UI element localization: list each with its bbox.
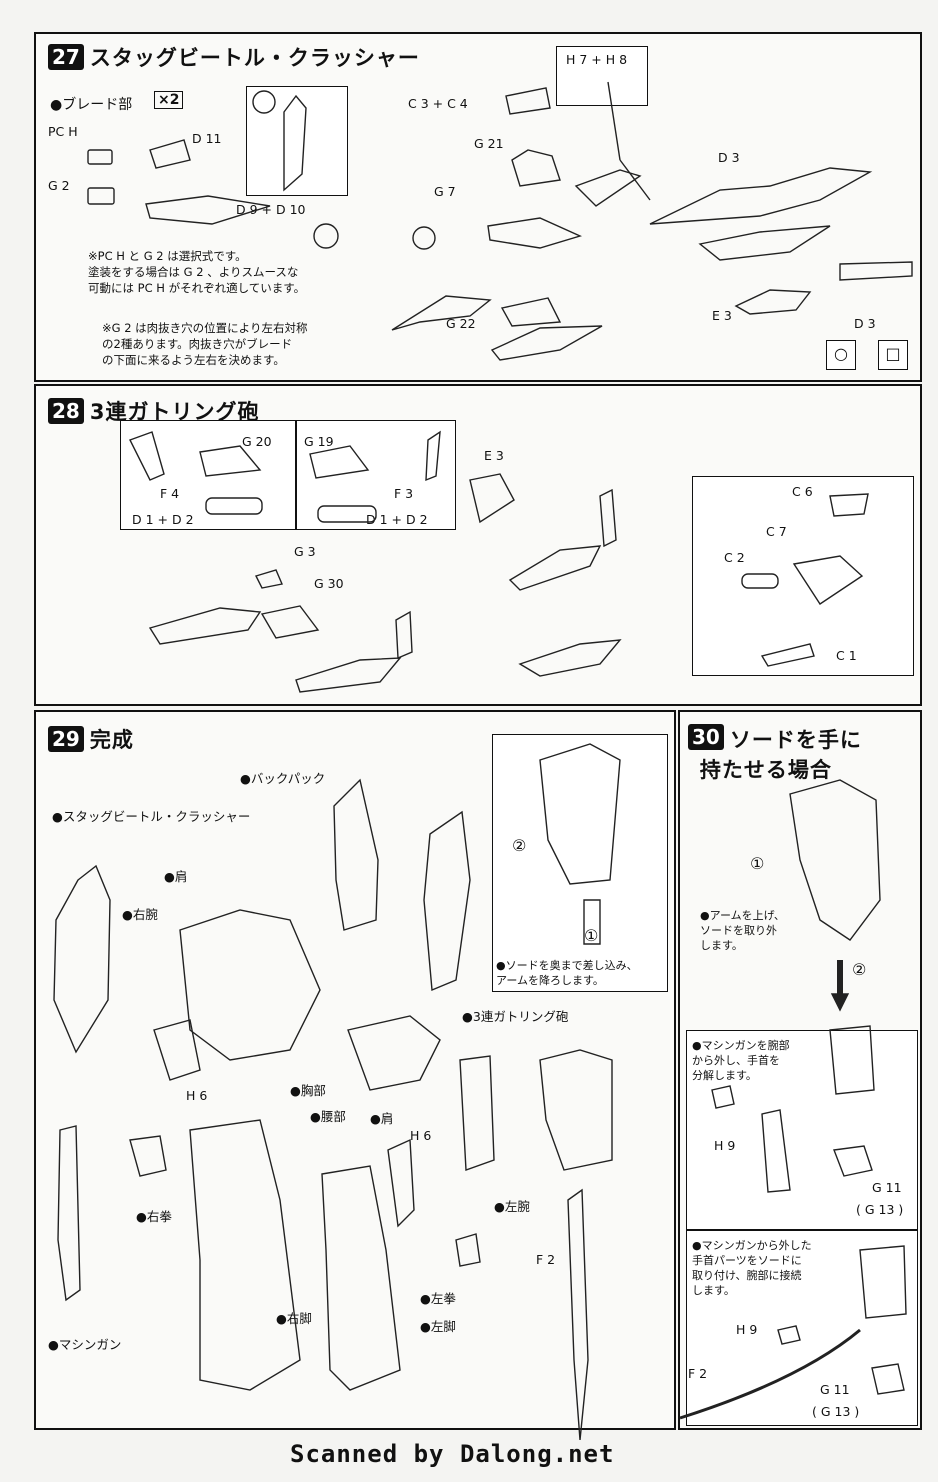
part-e3: E 3 — [712, 308, 732, 323]
step-number: 29 — [48, 726, 84, 752]
step-number: 27 — [48, 44, 84, 70]
part-f3: F 3 — [394, 486, 414, 501]
label-left-leg: ●左脚 — [420, 1319, 456, 1334]
blade-parts-art — [87, 90, 339, 249]
label-gatling: ●3連ガトリング砲 — [462, 1009, 569, 1024]
label-right-fist: ●右拳 — [136, 1209, 172, 1224]
step-marker-1: ① — [584, 926, 599, 945]
step-29-header: 29 完成 — [48, 724, 134, 754]
step-number: 30 — [688, 724, 724, 750]
blade-label: ●ブレード部 — [50, 97, 133, 113]
label-shoulder-top: ●肩 — [164, 869, 188, 884]
part-g11-upper: G 11 — [872, 1180, 902, 1195]
part-g21: G 21 — [474, 136, 504, 151]
part-g13-upper: ( G 13 ) — [856, 1202, 904, 1217]
part-h9-lower: H 9 — [736, 1322, 758, 1337]
part-c7: C 7 — [766, 524, 787, 539]
step-27-panel: 27 スタッグビートル・クラッシャー ●ブレード部 ×2 PC H G 2 D … — [34, 32, 922, 382]
label-left-fist: ●左拳 — [420, 1291, 456, 1306]
part-f2: F 2 — [688, 1366, 708, 1381]
part-d1-d2-right: D 1 + D 2 — [366, 512, 428, 527]
step-27-header: 27 スタッグビートル・クラッシャー — [48, 42, 420, 72]
label-h6-left: H 6 — [186, 1088, 208, 1103]
stag-beetle-crusher-art — [391, 81, 913, 361]
step-title-line-1: ソードを手に — [729, 728, 862, 752]
part-g7: G 7 — [434, 184, 456, 199]
label-machinegun: ●マシンガン — [48, 1337, 122, 1352]
part-h9-upper: H 9 — [714, 1138, 736, 1153]
label-chest: ●胸部 — [290, 1083, 326, 1098]
label-shoulder: ●肩 — [370, 1111, 394, 1126]
label-left-arm: ●左腕 — [494, 1199, 530, 1214]
arm-raise-note: ●アームを上げ、 ソードを取り外 します。 — [700, 909, 785, 952]
label-right-leg: ●右脚 — [276, 1311, 312, 1326]
complete-model-art — [53, 743, 621, 1440]
step-marker-2: ② — [512, 836, 527, 855]
square-symbol: □ — [885, 344, 901, 363]
part-c3-c4: C 3 + C 4 — [408, 96, 468, 111]
circle-symbol: ○ — [834, 344, 848, 363]
part-g3: G 3 — [294, 544, 316, 559]
label-waist: ●腰部 — [310, 1109, 346, 1124]
hand-attach-note: ●マシンガンから外した 手首パーツをソードに 取り付け、腕部に接続 します。 — [692, 1239, 812, 1297]
part-d9-d10: D 9 + D 10 — [236, 202, 306, 217]
part-c6: C 6 — [792, 484, 813, 499]
label-right-arm: ●右腕 — [122, 907, 158, 922]
machinegun-detach-note: ●マシンガンを腕部 から外し、手首を 分解します。 — [692, 1039, 790, 1082]
part-d3-upper: D 3 — [718, 150, 740, 165]
step-title: 完成 — [89, 728, 134, 752]
h7-h8-box — [556, 46, 648, 106]
scan-credit: Scanned by Dalong.net — [290, 1440, 615, 1468]
selection-note: ※PC H と G 2 は選択式です。 塗装をする場合は G 2 、よりスムース… — [88, 249, 306, 295]
part-f4: F 4 — [160, 486, 180, 501]
step-29-panel: 29 完成 ●バックパック ●スタッグビートル・クラッシャー ●肩 ●右腕 ●胸… — [34, 710, 676, 1430]
part-g30: G 30 — [314, 576, 344, 591]
part-d1-d2-left: D 1 + D 2 — [132, 512, 194, 527]
step-number: 28 — [48, 398, 84, 424]
square-option-box: □ — [878, 340, 908, 370]
sword-hand-art — [679, 779, 907, 1420]
step-marker-1: ① — [750, 854, 765, 873]
step-title-line-2: 持たせる場合 — [699, 758, 832, 782]
part-c2: C 2 — [724, 550, 745, 565]
label-h6-right: H 6 — [410, 1128, 432, 1143]
part-d3-lower: D 3 — [854, 316, 876, 331]
part-c1: C 1 — [836, 648, 857, 663]
circle-option-box: ○ — [826, 340, 856, 370]
part-d11: D 11 — [192, 131, 222, 146]
machinegun-detach-box — [686, 1030, 918, 1230]
sword-insert-note: ●ソードを奥まで差し込み、 アームを降ろします。 — [496, 959, 638, 987]
part-g20: G 20 — [242, 434, 272, 449]
gatling-detail-box — [692, 476, 914, 676]
step-title: スタッグビートル・クラッシャー — [89, 46, 420, 70]
label-backpack: ●バックパック — [240, 771, 326, 786]
part-g19: G 19 — [304, 434, 334, 449]
part-g22: G 22 — [446, 316, 476, 331]
part-g11-lower: G 11 — [820, 1382, 850, 1397]
assembly-illustrations — [53, 81, 913, 1440]
step-marker-2: ② — [852, 960, 867, 979]
part-pc-h: PC H — [48, 124, 78, 139]
blade-quantity: ×2 — [154, 91, 184, 109]
part-g13-lower: ( G 13 ) — [812, 1404, 860, 1419]
label-f2: F 2 — [536, 1252, 556, 1267]
part-e3: E 3 — [484, 448, 504, 463]
sword-insert-box — [492, 734, 668, 992]
step-30-header: 30 ソードを手に 持たせる場合 — [688, 724, 862, 784]
step-30-panel: 30 ソードを手に 持たせる場合 ① ●アームを上げ、 ソードを取り外 します。… — [678, 710, 922, 1430]
symmetry-note: ※G 2 は肉抜き穴の位置により左右対称 の2種あります。肉抜き穴がブレード の… — [102, 321, 308, 367]
part-h7-h8: H 7 + H 8 — [566, 52, 628, 67]
gatling-parts-art — [129, 430, 869, 693]
part-g2: G 2 — [48, 178, 70, 193]
label-stag-beetle: ●スタッグビートル・クラッシャー — [52, 809, 251, 824]
